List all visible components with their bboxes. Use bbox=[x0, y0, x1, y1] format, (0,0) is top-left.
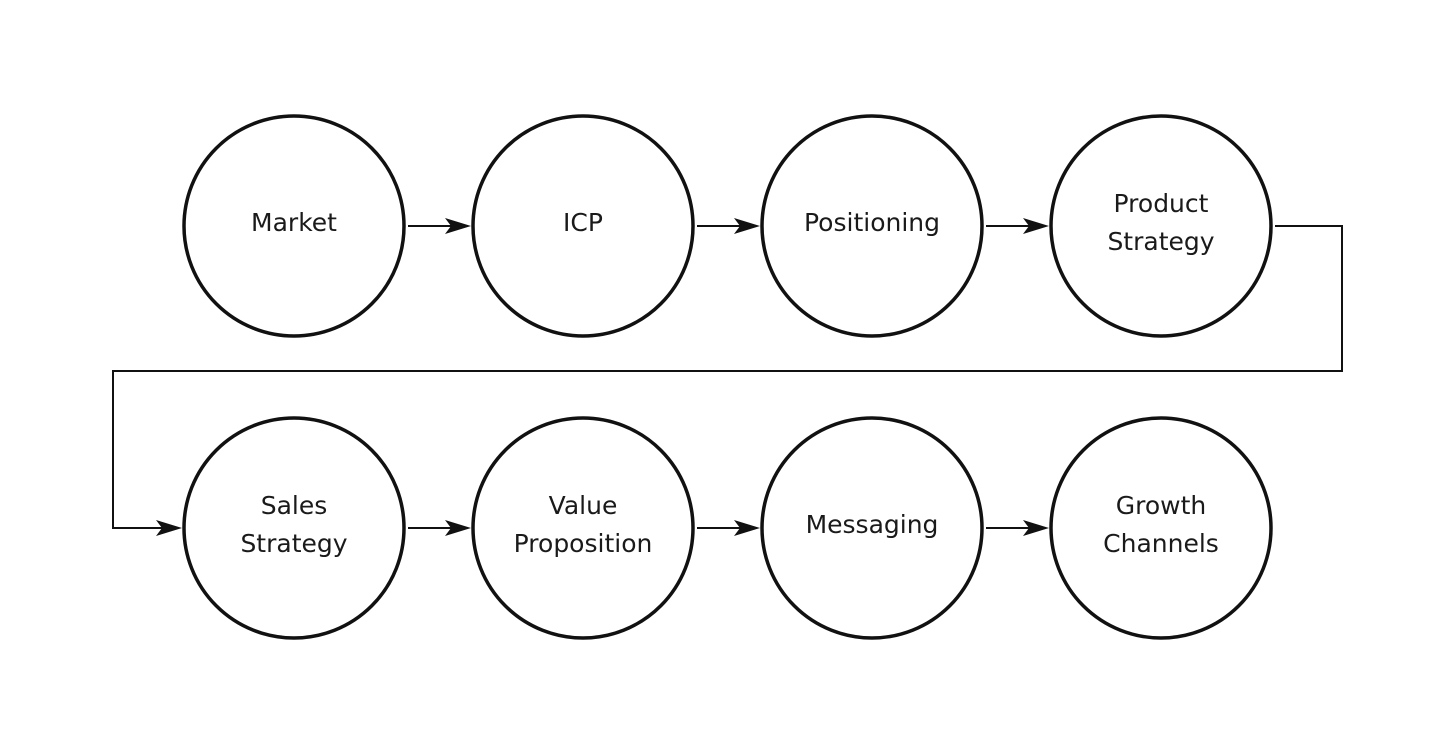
arrow-head bbox=[734, 520, 760, 536]
node-icp: ICP bbox=[471, 114, 695, 338]
node-circle bbox=[1049, 416, 1273, 640]
node-label: Strategy bbox=[1107, 227, 1214, 256]
edges-layer bbox=[112, 218, 1343, 536]
node-label: Positioning bbox=[804, 208, 940, 237]
node-circle bbox=[760, 114, 984, 338]
node-messaging: Messaging bbox=[760, 416, 984, 640]
node-label: Product bbox=[1114, 189, 1209, 218]
arrow-head bbox=[1023, 218, 1049, 234]
arrow-head bbox=[445, 218, 471, 234]
arrow-head bbox=[1023, 520, 1049, 536]
edge-market-to-icp bbox=[408, 218, 471, 234]
node-market: Market bbox=[182, 114, 406, 338]
node-label: Sales bbox=[261, 491, 328, 520]
node-label: Growth bbox=[1116, 491, 1207, 520]
wrap-connector-line bbox=[112, 225, 1343, 529]
node-circle bbox=[182, 416, 406, 640]
node-positioning: Positioning bbox=[760, 114, 984, 338]
arrow-head bbox=[156, 520, 182, 536]
arrow-head bbox=[734, 218, 760, 234]
node-label: Value bbox=[549, 491, 618, 520]
edge-messaging-to-growth-channels bbox=[986, 520, 1049, 536]
node-label: Messaging bbox=[806, 510, 939, 539]
edge-product-strategy-to-sales-strategy bbox=[112, 225, 1343, 536]
node-label: Market bbox=[251, 208, 337, 237]
edge-value-proposition-to-messaging bbox=[697, 520, 760, 536]
node-circle bbox=[471, 416, 695, 640]
arrow-head bbox=[445, 520, 471, 536]
node-label: ICP bbox=[563, 208, 603, 237]
node-circle bbox=[760, 416, 984, 640]
edge-positioning-to-product-strategy bbox=[986, 218, 1049, 234]
node-label: Proposition bbox=[514, 529, 653, 558]
node-circle bbox=[182, 114, 406, 338]
node-circle bbox=[471, 114, 695, 338]
node-label: Channels bbox=[1103, 529, 1219, 558]
edge-icp-to-positioning bbox=[697, 218, 760, 234]
node-circle bbox=[1049, 114, 1273, 338]
edge-sales-strategy-to-value-proposition bbox=[408, 520, 471, 536]
node-label: Strategy bbox=[240, 529, 347, 558]
